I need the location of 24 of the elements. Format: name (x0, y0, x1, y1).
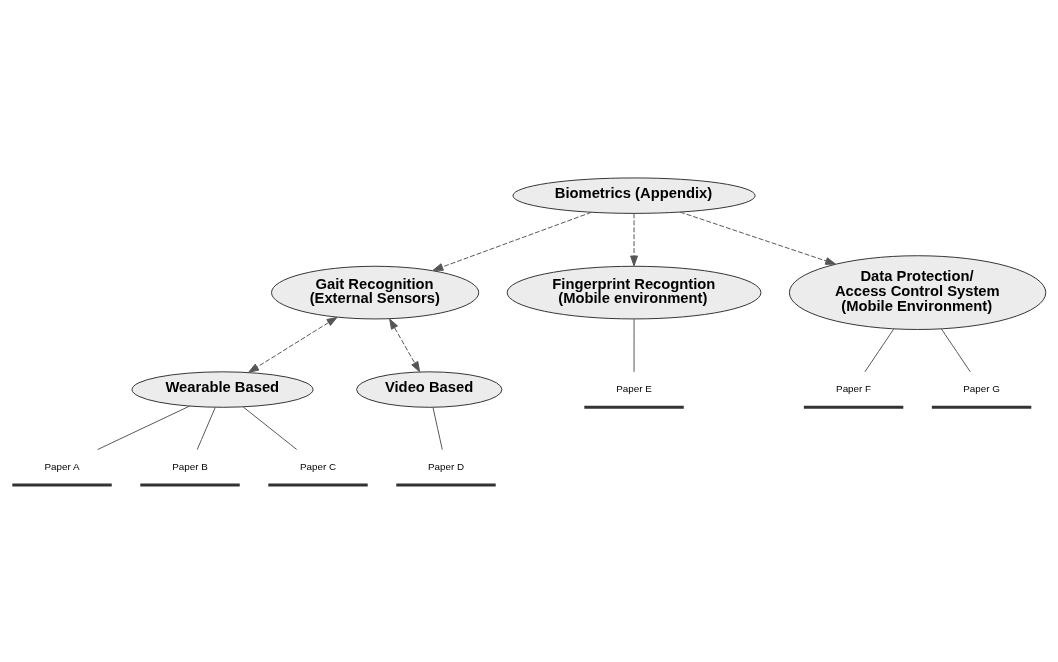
node-text: Paper E (616, 382, 652, 394)
arrow (679, 211, 837, 265)
node-ellipse: Wearable Based (131, 370, 314, 408)
node-ellipse: Video Based (356, 370, 503, 408)
node-ellipse: Fingerprint Recogntion (Mobile environment) (506, 265, 762, 319)
connector (196, 406, 216, 450)
connector (97, 405, 191, 450)
node-text: Paper A (44, 460, 80, 472)
node-text: Paper F (836, 382, 872, 394)
connector (940, 327, 971, 372)
arrow (630, 212, 638, 266)
node-text: Paper C (299, 460, 337, 472)
arrow (432, 211, 592, 271)
connector (633, 318, 635, 372)
node-text: Paper G (963, 382, 1000, 394)
arrow (389, 318, 421, 372)
arrow (248, 316, 338, 373)
node-ellipse: Biometrics (Appendix) (512, 176, 756, 214)
node-ellipse: Gait Recognition (External Sensors) (271, 265, 480, 319)
connector (864, 327, 895, 372)
node-text: Paper B (172, 460, 208, 472)
connector (432, 406, 443, 450)
node-text: Paper D (427, 460, 465, 472)
connector (242, 406, 298, 450)
